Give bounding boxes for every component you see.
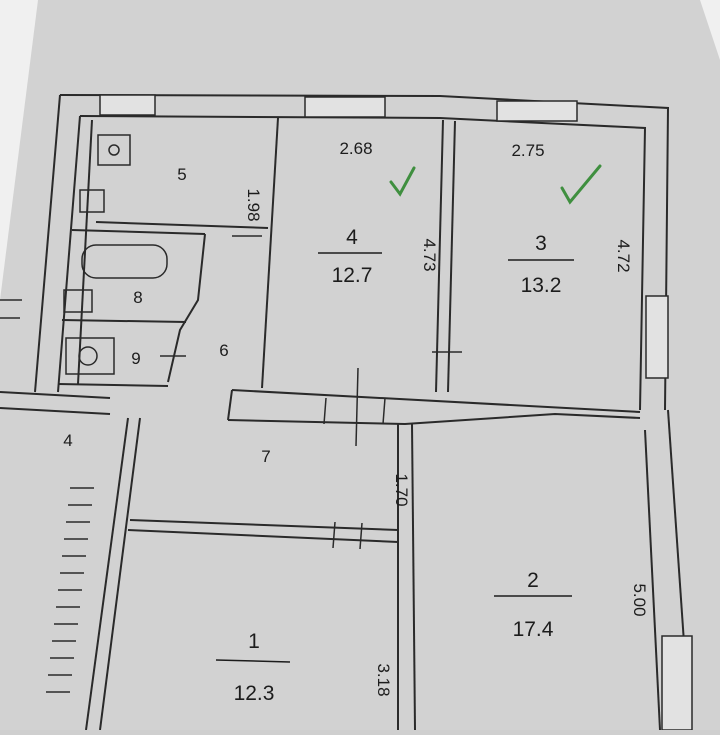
room-9-number: 9 xyxy=(131,349,140,368)
toilet-bowl-icon xyxy=(78,346,98,366)
wall-hatching xyxy=(0,299,94,693)
door-marks xyxy=(160,235,462,550)
room-2-area: 17.4 xyxy=(513,618,554,641)
room-8-number: 8 xyxy=(133,288,142,307)
washbasin-icon xyxy=(63,289,93,313)
room-4-number: 4 xyxy=(346,226,358,249)
room-5-number: 5 xyxy=(177,165,186,184)
interior-walls xyxy=(0,117,641,731)
room-7-number: 7 xyxy=(261,447,270,466)
room-6-number: 6 xyxy=(219,341,228,360)
checkmark-icon xyxy=(389,166,416,197)
bathtub-icon xyxy=(81,244,168,279)
dimension-room4-length: 4.73 xyxy=(420,238,439,271)
dimension-room4-width: 2.68 xyxy=(339,139,372,158)
dimension-corridor-width: 1.70 xyxy=(392,473,411,506)
dimension-room2-length: 5.00 xyxy=(630,583,649,616)
neighbor-room-number: 4 xyxy=(63,431,72,450)
fixtures xyxy=(63,134,168,375)
sink-icon xyxy=(79,189,105,213)
burner-icon xyxy=(108,144,120,156)
room-4-area: 12.7 xyxy=(332,264,373,287)
stove-icon xyxy=(97,134,131,166)
dimension-room1-length: 3.18 xyxy=(374,663,393,696)
dimension-room3-width: 2.75 xyxy=(511,141,544,160)
room-3-number: 3 xyxy=(535,232,547,255)
fraction-bars xyxy=(215,252,574,663)
dimension-room3-length: 4.72 xyxy=(614,239,633,272)
dimension-room5-length: 1.98 xyxy=(244,188,263,221)
room-2-number: 2 xyxy=(527,569,539,592)
windows xyxy=(99,94,693,731)
checkmark-icon xyxy=(560,164,602,205)
room-1-area: 12.3 xyxy=(234,682,275,705)
toilet-icon xyxy=(65,337,115,375)
room-1-number: 1 xyxy=(248,630,260,653)
room-3-area: 13.2 xyxy=(521,274,562,297)
checkmarks xyxy=(389,164,602,205)
